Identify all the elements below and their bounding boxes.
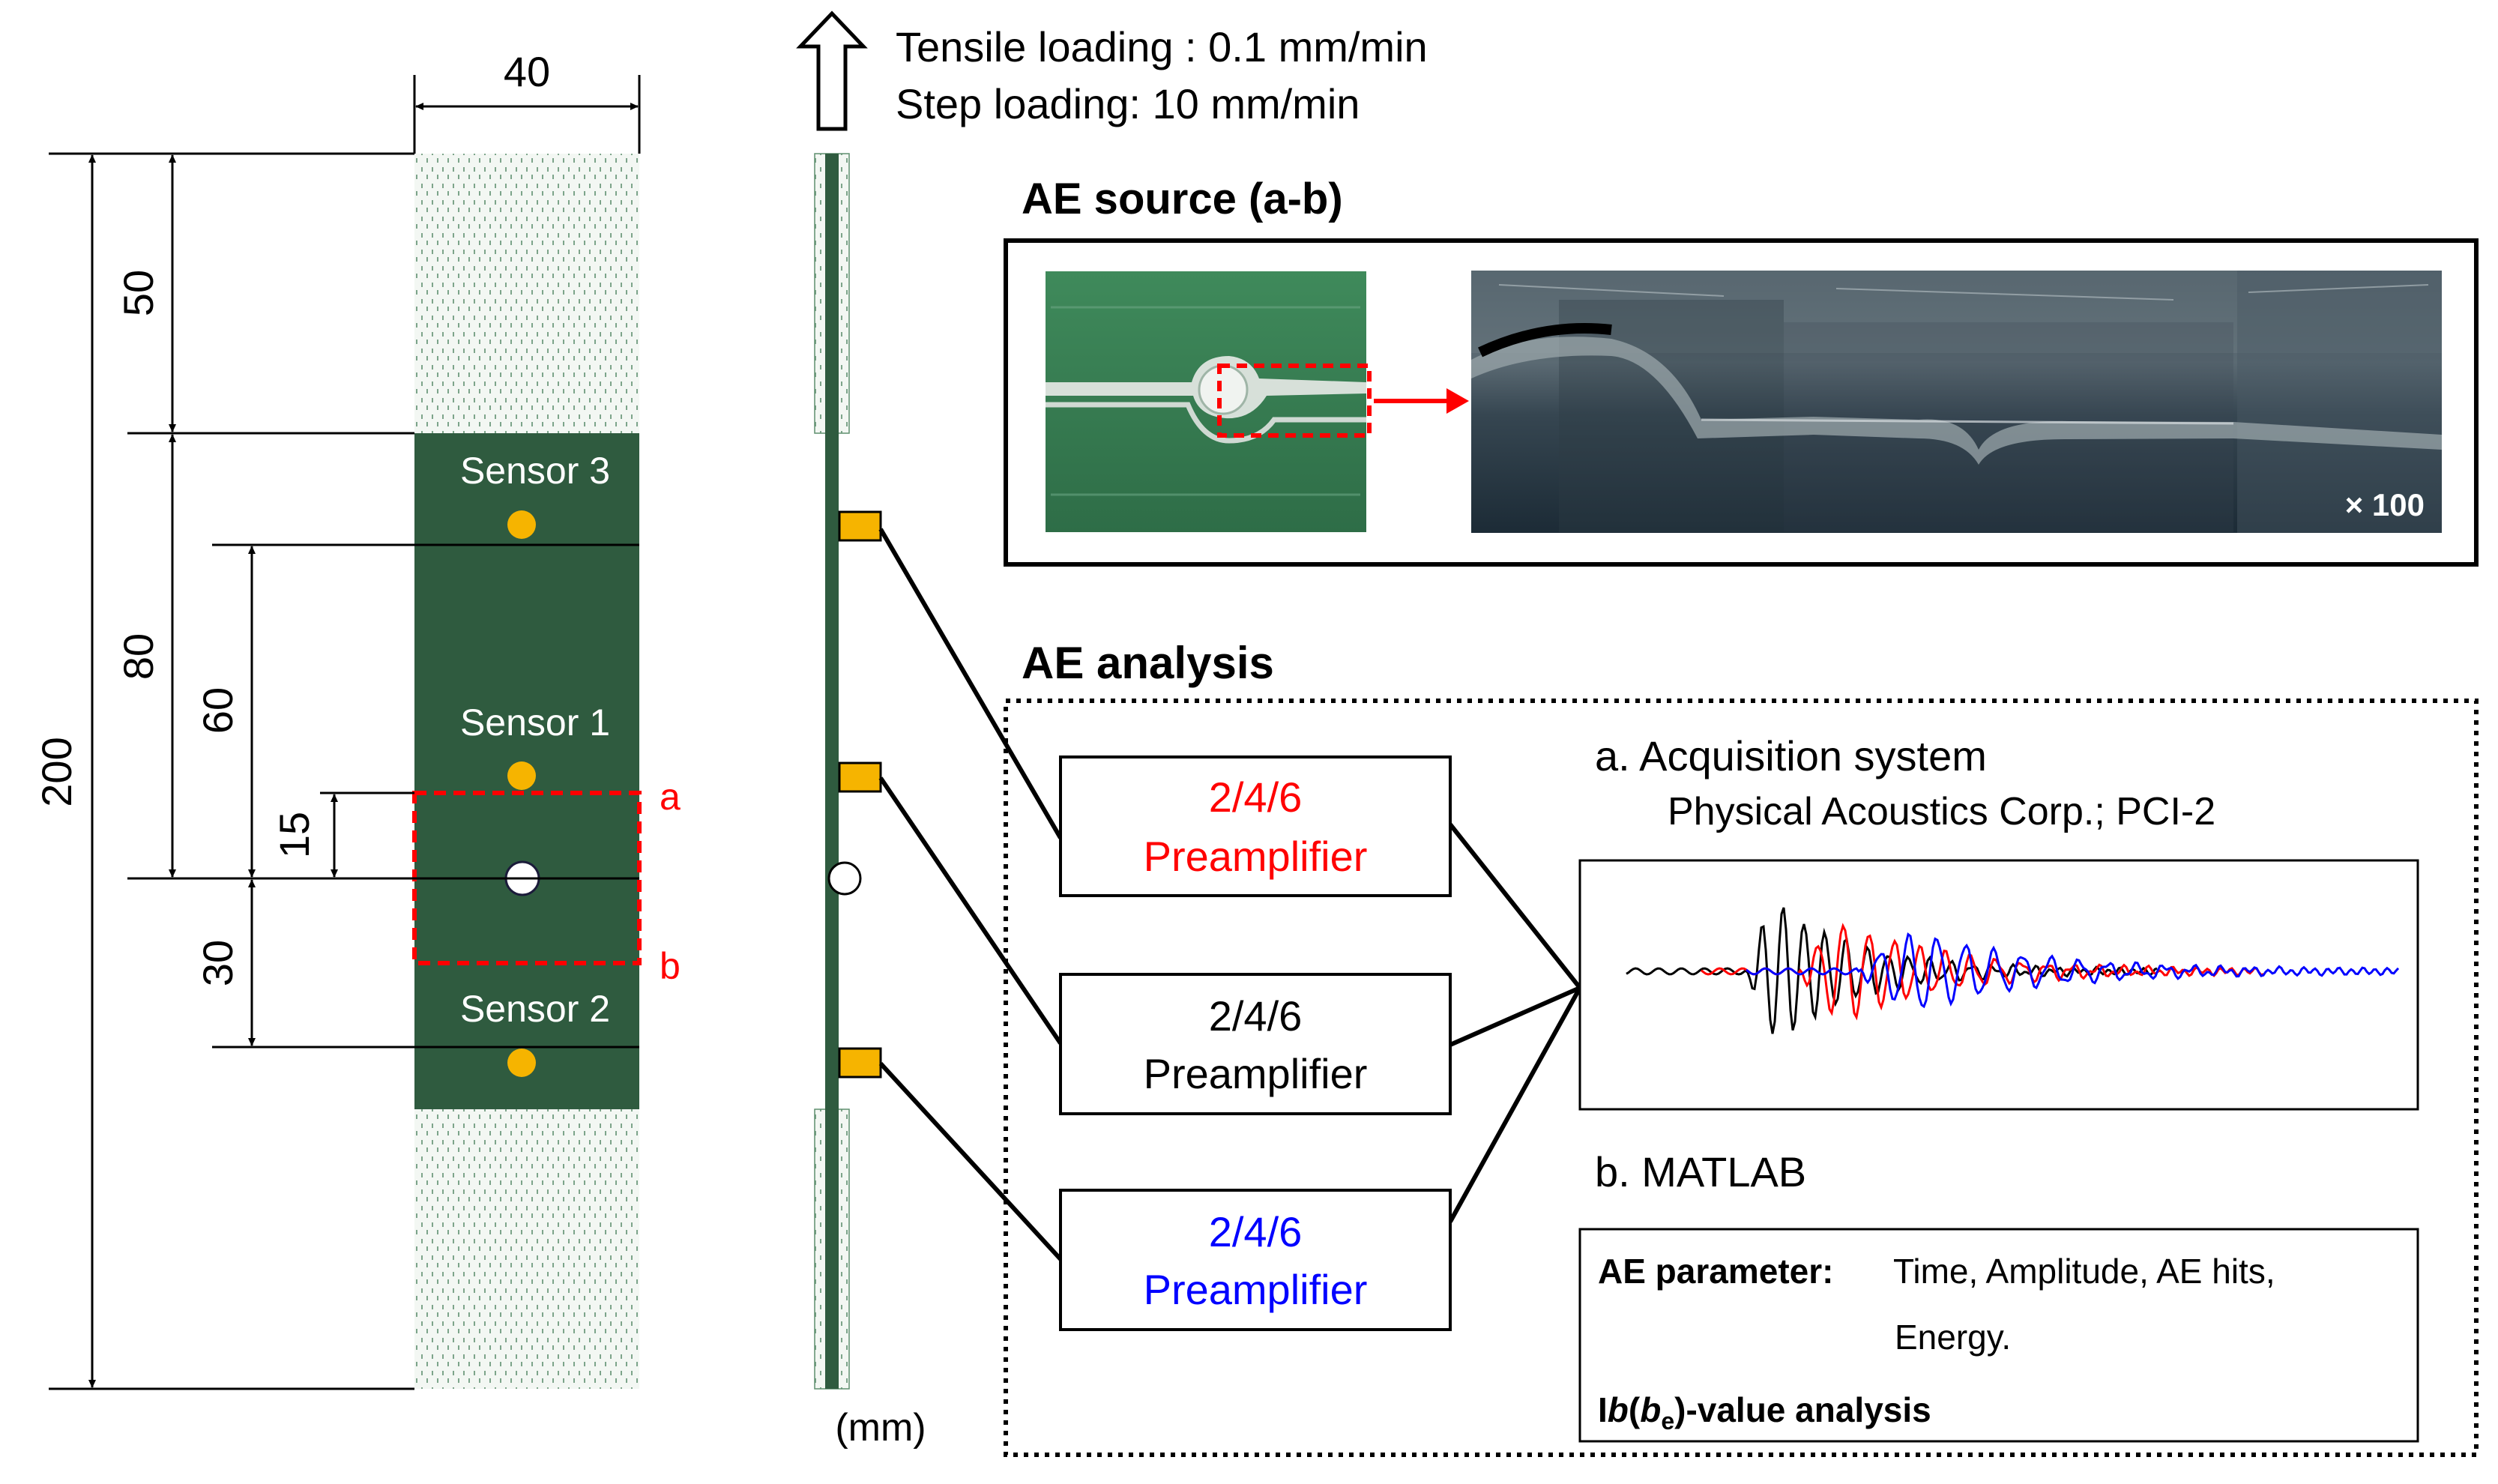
- matlab-box: [1578, 1228, 2419, 1443]
- dim-label-15: 15: [271, 812, 318, 858]
- ib-value-analysis-label: Ib(be)-value analysis: [1598, 1390, 1931, 1435]
- side-sensor-1: [838, 761, 882, 793]
- loading-line-1: Tensile loading : 0.1 mm/min: [896, 23, 1428, 70]
- ae-analysis-title: AE analysis: [1022, 638, 1274, 688]
- specimen-front-view: Sensor 3 Sensor 1 Sensor 2 a b: [412, 154, 681, 1389]
- bottom-grip-tab: [414, 1109, 639, 1389]
- ae-source-panel: AE source (a-b) × 100: [1004, 175, 2479, 567]
- dim-label-200: 200: [33, 737, 80, 806]
- ae-analysis-frame: [1004, 699, 2479, 1457]
- dim-label-60: 60: [194, 687, 241, 734]
- crack-micrograph: × 100: [1471, 271, 2442, 533]
- waveform-box: [1578, 859, 2419, 1111]
- waveform-plot: [1626, 907, 2400, 1034]
- side-plate: [825, 154, 839, 1389]
- side-hole: [827, 861, 862, 896]
- matlab-title: b. MATLAB: [1595, 1148, 1806, 1195]
- acquisition-title: a. Acquisition system: [1595, 732, 1987, 779]
- waveform-black: [1626, 907, 2158, 1034]
- top-grip-tab: [414, 154, 639, 433]
- side-sensor-3: [838, 510, 882, 542]
- sensor-1-marker: [507, 761, 536, 790]
- ae-source-title: AE source (a-b): [1022, 175, 1343, 223]
- dim-label-80: 80: [115, 633, 162, 680]
- sensor-3-label: Sensor 3: [460, 450, 610, 492]
- magnification-label: × 100: [2345, 487, 2425, 522]
- preamp-red-line2: Preamplifier: [1144, 833, 1368, 880]
- sensor-2-label: Sensor 2: [460, 988, 610, 1030]
- preamp-red-line1: 2/4/6: [1209, 773, 1303, 821]
- photo-zoom-region: [1217, 364, 1372, 438]
- acquisition-detail: Physical Acoustics Corp.; PCI-2: [1668, 790, 2215, 833]
- tensile-arrow-icon: [796, 10, 868, 131]
- ae-parameter-label: AE parameter:: [1598, 1252, 1833, 1291]
- loading-line-2: Step loading: 10 mm/min: [896, 80, 1360, 127]
- preamp-black-line1: 2/4/6: [1209, 992, 1303, 1040]
- waveform-blue: [1746, 932, 2400, 1009]
- preamplifier-red: 2/4/6 Preamplifier: [1059, 755, 1452, 897]
- sensor-3-marker: [507, 510, 536, 539]
- ae-analysis-panel: AE analysis 2/4/6 Preamplifier 2/4/6 Pre…: [878, 528, 2479, 1457]
- zoom-arrowhead: [1446, 388, 1469, 414]
- specimen-photo: [1046, 271, 1372, 532]
- loading-indicator: Tensile loading : 0.1 mm/min Step loadin…: [796, 10, 1428, 131]
- preamp-black-line2: Preamplifier: [1144, 1050, 1368, 1097]
- sensor-connections: [878, 528, 1582, 1261]
- preamplifier-blue: 2/4/6 Preamplifier: [1059, 1189, 1452, 1331]
- dim-label-40: 40: [504, 48, 550, 95]
- dimension-labels: 40 200 50 80 60 15 30: [33, 48, 550, 986]
- side-sensor-2: [838, 1047, 882, 1079]
- specimen-side-view: (mm): [814, 153, 926, 1450]
- preamp-blue-line2: Preamplifier: [1144, 1266, 1368, 1313]
- sensor-1-label: Sensor 1: [460, 702, 610, 743]
- preamplifier-black: 2/4/6 Preamplifier: [1059, 973, 1452, 1115]
- dim-label-50: 50: [115, 270, 162, 316]
- ae-parameter-values-1: Time, Amplitude, AE hits,: [1893, 1252, 2275, 1291]
- dimension-lines: [49, 75, 641, 1390]
- dim-label-30: 30: [194, 940, 241, 986]
- unit-label: (mm): [835, 1406, 926, 1450]
- region-label-a: a: [660, 776, 681, 818]
- ae-parameter-values-2: Energy.: [1895, 1318, 2011, 1357]
- region-label-b: b: [660, 945, 681, 987]
- preamp-blue-line1: 2/4/6: [1209, 1208, 1303, 1255]
- sensor-2-marker: [507, 1049, 536, 1077]
